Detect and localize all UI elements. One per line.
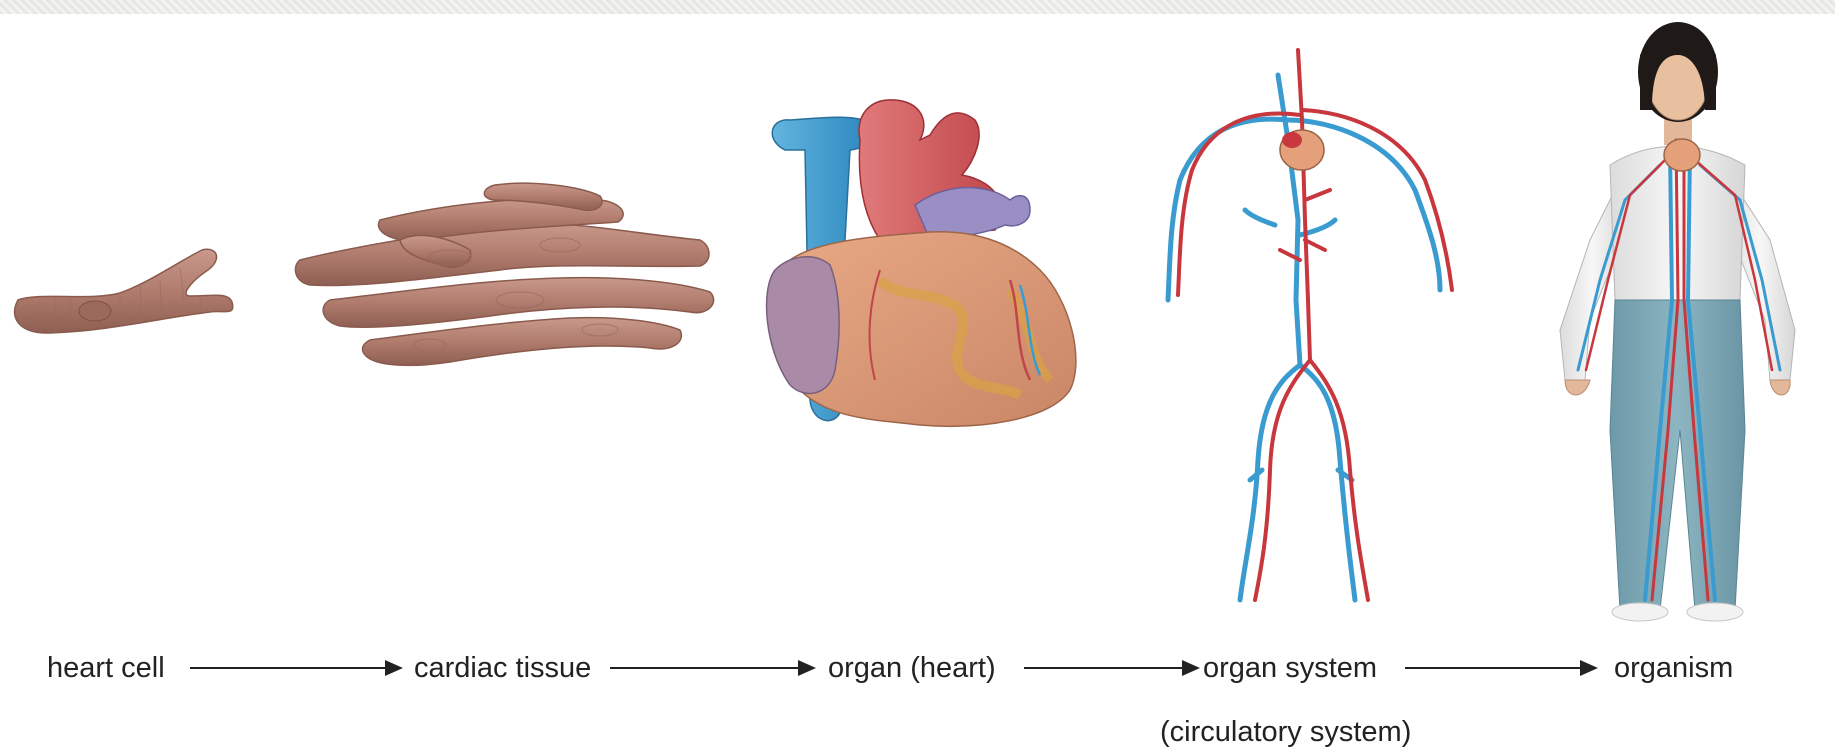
label-cardiac-tissue: cardiac tissue	[414, 648, 591, 688]
arrow-shaft	[610, 667, 802, 669]
heart-cell-illustration	[15, 249, 233, 333]
label-circulatory-system: (circulatory system)	[1160, 712, 1411, 752]
arrow-4	[1405, 667, 1598, 671]
circulatory-system-illustration	[1168, 50, 1452, 600]
arrow-shaft	[1405, 667, 1584, 669]
arrow-head	[1182, 660, 1200, 676]
arrow-3	[1024, 667, 1200, 671]
arrow-head	[385, 660, 403, 676]
heart-organ-illustration	[767, 100, 1076, 426]
arrow-2	[610, 667, 816, 671]
organism-illustration	[1560, 22, 1795, 621]
label-heart-cell: heart cell	[47, 648, 165, 688]
arrow-shaft	[190, 667, 389, 669]
arrow-shaft	[1024, 667, 1186, 669]
label-organ-heart: organ (heart)	[828, 648, 996, 688]
label-organ-system: organ system	[1203, 648, 1377, 688]
label-organism: organism	[1614, 648, 1733, 688]
arrow-head	[1580, 660, 1598, 676]
arrow-head	[798, 660, 816, 676]
arrow-1	[190, 667, 403, 671]
cardiac-tissue-illustration	[295, 183, 713, 365]
